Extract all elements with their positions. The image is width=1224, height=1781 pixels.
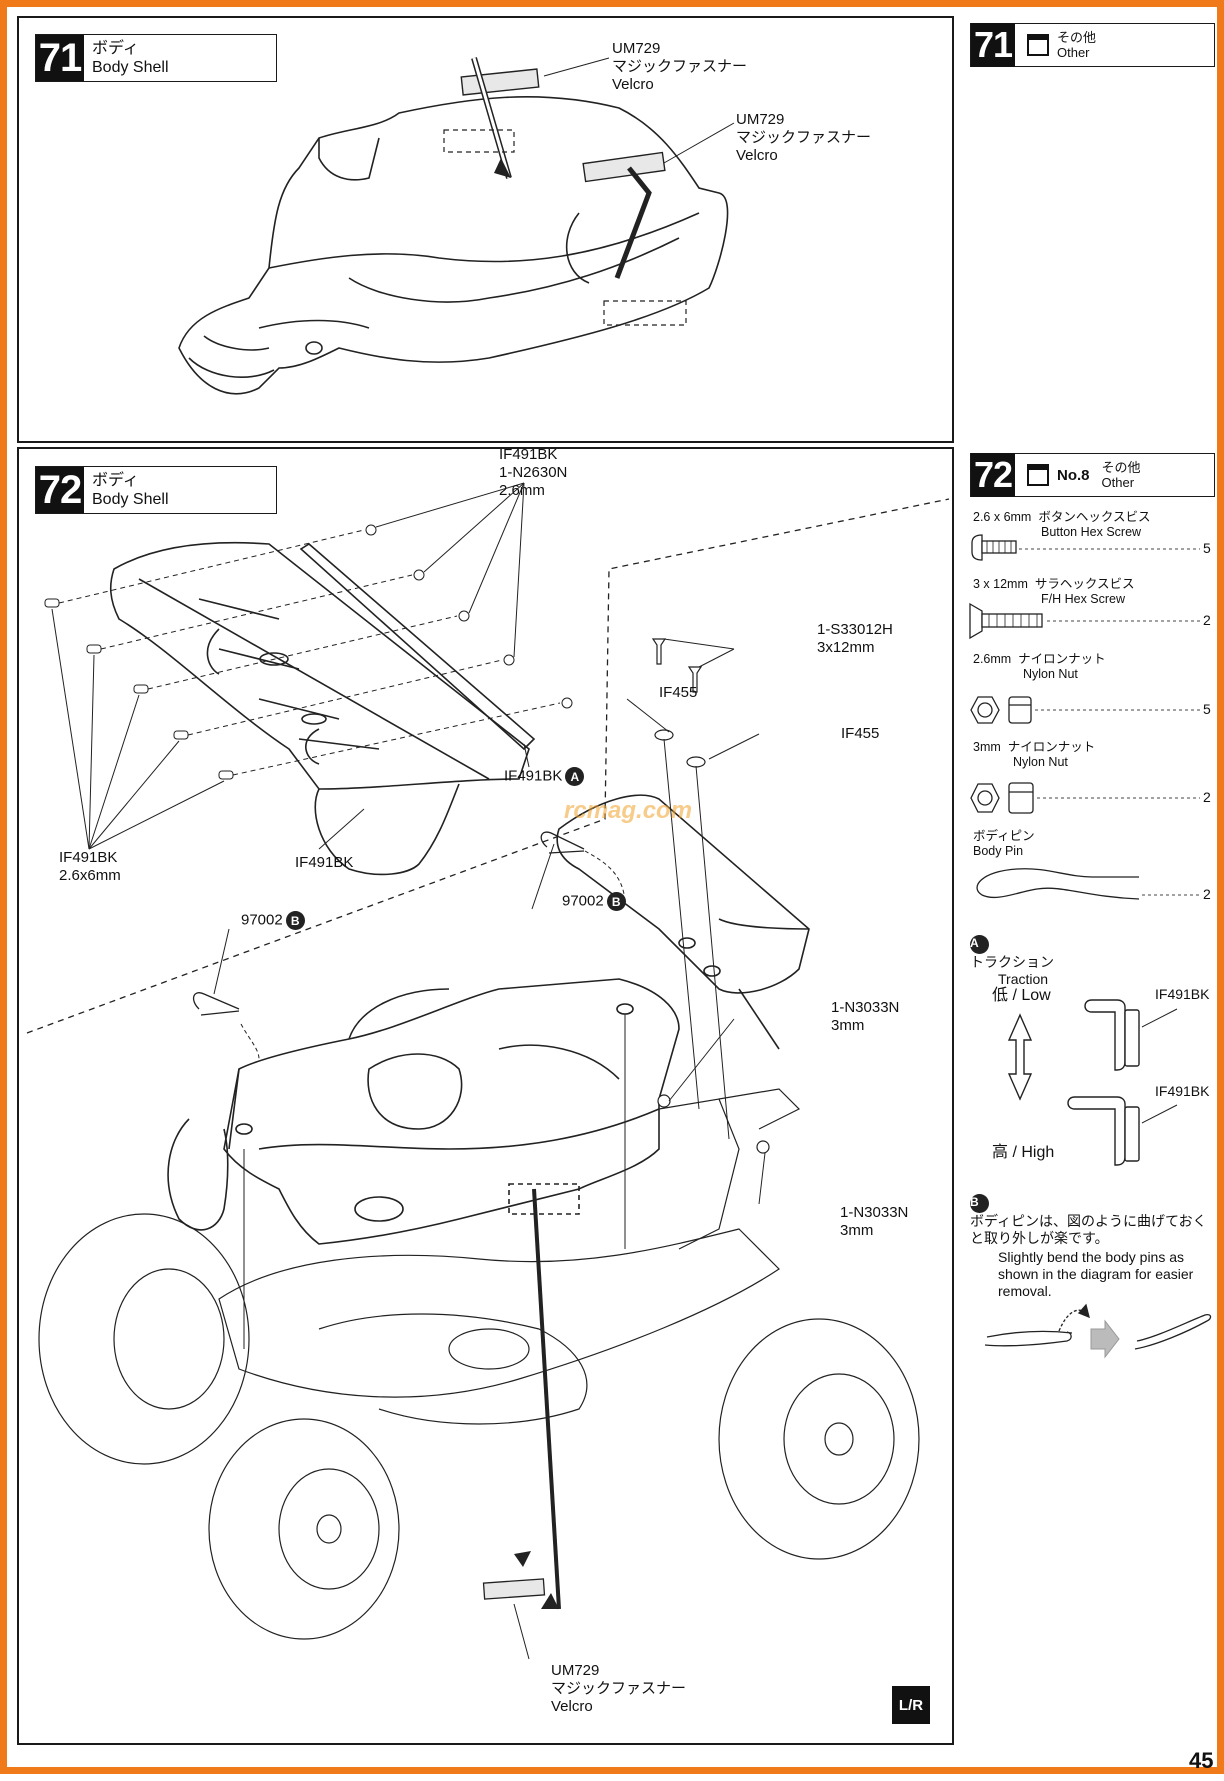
- rear-wing-assembled: [556, 794, 810, 1050]
- step-71-velcro-callout-2: UM729 マジックファスナー Velcro: [736, 111, 872, 164]
- nylon-nut-icon: [503, 654, 515, 666]
- flat-hex-screw-icon: [687, 666, 703, 693]
- button-hex-screw-icon: [971, 534, 1017, 561]
- letter-b-tag: B: [606, 892, 626, 911]
- flat-hex-screw-icon: [969, 602, 1043, 640]
- side-72-header: 72 No.8 その他 Other: [970, 453, 1215, 497]
- part-label-fh-hex-screw: 3 x 12mm サラヘックスビス F/H Hex Screw: [973, 577, 1135, 606]
- step-71-diagram: [178, 57, 735, 395]
- body-pin-icon: [192, 831, 585, 1016]
- side-72-ja: その他: [1101, 460, 1141, 475]
- letter-b-tag: B: [970, 1194, 989, 1213]
- letter-a-tag: A: [970, 935, 989, 954]
- lr-mark: L/R: [892, 1686, 930, 1724]
- letter-a-tag: A: [565, 767, 585, 786]
- body-pin-icon: [976, 868, 1140, 900]
- watermark: rcmag.com: [564, 797, 693, 824]
- velcro-strip-icon: [443, 57, 687, 326]
- callout-wing-plate: IF491BK: [295, 854, 354, 871]
- callout-velcro-bottom: UM729 マジックファスナー Velcro: [551, 1662, 687, 1715]
- callout-if455-right: IF455: [841, 725, 880, 742]
- step-72-header: 72 ボディ Body Shell: [35, 466, 277, 514]
- traction-part-high: IF491BK: [1155, 1083, 1210, 1099]
- callout-if455-left: IF455: [659, 684, 698, 701]
- traction-part-low: IF491BK: [1155, 986, 1210, 1002]
- part-label-body-pin: ボディピン Body Pin: [973, 829, 1035, 858]
- body-pin-icon: [1134, 1313, 1212, 1350]
- step-72-panel: 72 ボディ Body Shell: [17, 446, 954, 1745]
- page-number: 45: [1189, 1748, 1214, 1773]
- step-71-velcro-callout-1: UM729 マジックファスナー Velcro: [612, 40, 748, 93]
- qty-fh-hex-screw: 2: [1203, 612, 1211, 628]
- arrow-right-icon: [1090, 1319, 1120, 1359]
- wing-screws: [44, 524, 573, 780]
- nylon-nut-icon: [413, 569, 425, 581]
- callout-nut-lower: 1-N3033N 3mm: [840, 1204, 909, 1239]
- side-71-ja: その他: [1057, 30, 1097, 45]
- step-72-number: 72: [36, 467, 84, 513]
- adjust-arrow-icon: [1007, 1013, 1033, 1101]
- velcro-strip-icon: [482, 1188, 561, 1610]
- part-label-button-hex-screw: 2.6 x 6mm ボタンヘックスビス Button Hex Screw: [973, 510, 1151, 539]
- step-71-panel: 71 ボディ Body Shell: [17, 16, 954, 443]
- step-71-header: 71 ボディ Body Shell: [35, 34, 277, 82]
- letter-b-tag: B: [285, 911, 305, 930]
- wing-mount-high-icon: [1067, 1096, 1126, 1166]
- nylon-nut-icon: [756, 1140, 770, 1154]
- nylon-nut-icon: [657, 1094, 671, 1108]
- callout-fh-screw: 1-S33012H 3x12mm: [817, 621, 893, 656]
- body-shell-outline: [178, 96, 729, 395]
- side-71-en: Other: [1057, 45, 1090, 60]
- nylon-nut-icon: [970, 696, 1032, 724]
- bag-number: No.8: [1057, 466, 1090, 484]
- step-72-title-ja: ボディ: [92, 472, 139, 489]
- step-71-title-ja: ボディ: [92, 40, 139, 57]
- side-72-en: Other: [1101, 475, 1135, 490]
- traction-low-label: 低 / Low: [992, 987, 1051, 1004]
- traction-high-label: 高 / High: [992, 1144, 1055, 1161]
- nylon-nut-icon: [458, 610, 470, 622]
- step-71-title-en: Body Shell: [92, 59, 169, 76]
- side-71-number: 71: [971, 23, 1015, 67]
- chassis-outline: [38, 1088, 920, 1640]
- body-pin-icon: [984, 1330, 1073, 1347]
- qty-button-hex-screw: 5: [1203, 540, 1211, 556]
- qty-nylon-nut-26: 5: [1203, 701, 1211, 717]
- qty-nylon-nut-3: 2: [1203, 789, 1211, 805]
- part-label-nylon-nut-3: 3mm ナイロンナット Nylon Nut: [973, 740, 1096, 769]
- step-72-title-en: Body Shell: [92, 491, 169, 508]
- callout-nut-upper: 1-N3033N 3mm: [831, 999, 900, 1034]
- step-71-number: 71: [36, 35, 84, 81]
- rear-wing-detail: [109, 541, 536, 876]
- step-72-diagram: [26, 482, 950, 1660]
- nylon-nut-icon: [561, 697, 573, 709]
- callout-wing-screw: IF491BK 2.6x6mm: [59, 849, 121, 884]
- qty-body-pin: 2: [1203, 886, 1211, 902]
- callout-wing-top: IF491BK 1-N2630N 2.6mm: [499, 446, 568, 499]
- side-72-part-drawings: [969, 534, 1212, 1359]
- nylon-nut-icon: [365, 524, 377, 536]
- side-72-number: 72: [971, 453, 1015, 497]
- part-label-nylon-nut-26: 2.6mm ナイロンナット Nylon Nut: [973, 652, 1106, 681]
- parts-bag-icon: [1027, 464, 1049, 486]
- parts-bag-icon: [1027, 34, 1049, 56]
- wing-mount-low-icon: [1084, 999, 1126, 1071]
- side-71-header: 71 その他 Other: [970, 23, 1215, 67]
- nylon-nut-icon: [970, 782, 1034, 814]
